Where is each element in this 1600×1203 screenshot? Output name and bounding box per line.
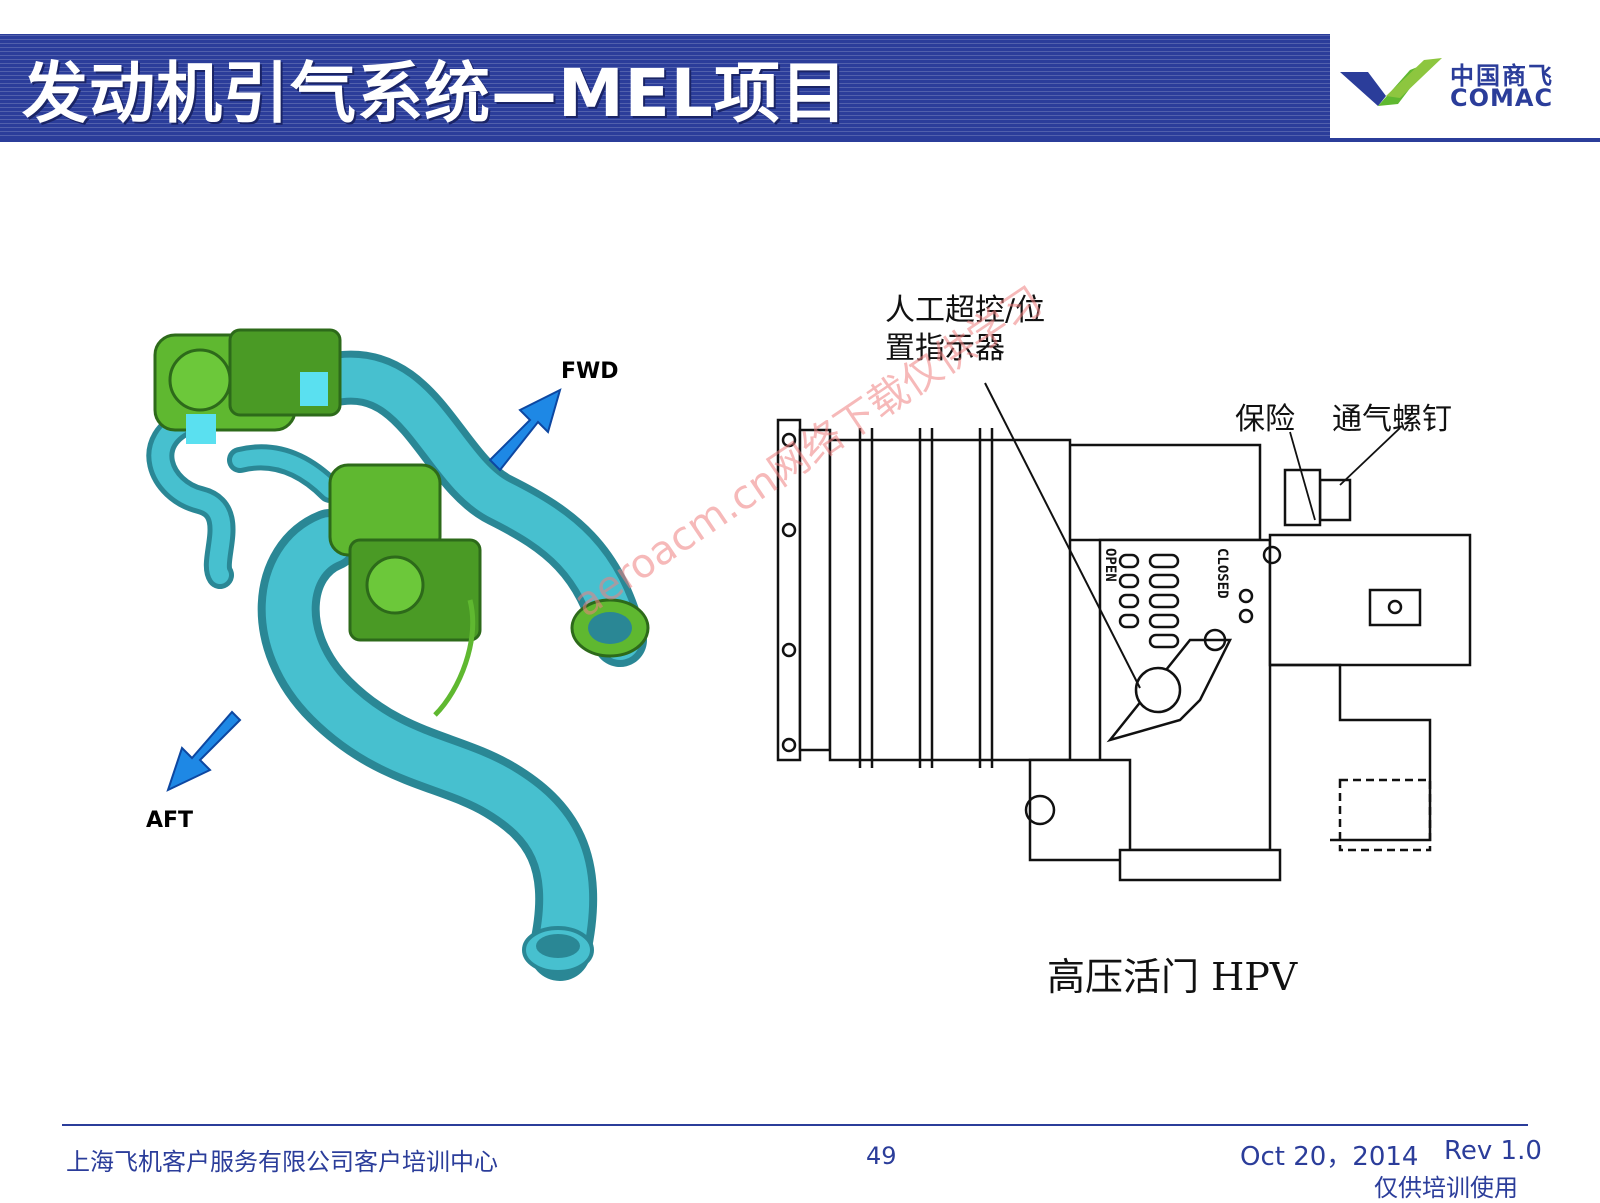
slide-title: 发动机引气系统—MEL项目 <box>22 55 848 132</box>
footer-date: Oct 20，2014 <box>1240 1142 1419 1172</box>
fwd-label: FWD <box>561 359 619 384</box>
fwd-arrow-icon <box>488 388 562 472</box>
aft-label: AFT <box>146 808 194 833</box>
closed-label: CLOSED <box>1214 548 1230 599</box>
title-underline <box>0 138 1600 142</box>
bleed-duct-assembly-image <box>146 328 650 981</box>
logo-chinese-text: 中国商飞 <box>1450 62 1554 90</box>
open-label: OPEN <box>1102 548 1118 582</box>
callout-manual-override-line1: 人工超控/位 <box>885 293 1046 328</box>
aft-arrow-icon <box>166 710 242 792</box>
hpv-caption: 高压活门 HPV <box>1047 955 1298 999</box>
callout-safety-wire: 保险 <box>1235 402 1295 437</box>
logo-english-text: COMAC <box>1450 84 1554 112</box>
callout-bleed-screw: 通气螺钉 <box>1332 402 1452 437</box>
hpv-valve-drawing <box>776 382 1472 882</box>
comac-logo: 中国商飞 COMAC <box>1338 52 1588 122</box>
callout-manual-override-line2: 置指示器 <box>885 331 1005 366</box>
footer-revision: Rev 1.0 <box>1444 1136 1542 1166</box>
callout-manual-override: 人工超控/位 置指示器 <box>885 292 1045 368</box>
footer-training-note: 仅供培训使用 <box>1374 1174 1518 1202</box>
footer-divider <box>62 1124 1528 1126</box>
title-bar: 发动机引气系统—MEL项目 <box>0 34 1330 140</box>
slide-header: 发动机引气系统—MEL项目 中国商飞 COMAC <box>0 0 1600 148</box>
footer-company: 上海飞机客户服务有限公司客户培训中心 <box>66 1148 498 1176</box>
comac-logo-mark-icon <box>1340 58 1442 106</box>
page-number: 49 <box>866 1142 897 1170</box>
